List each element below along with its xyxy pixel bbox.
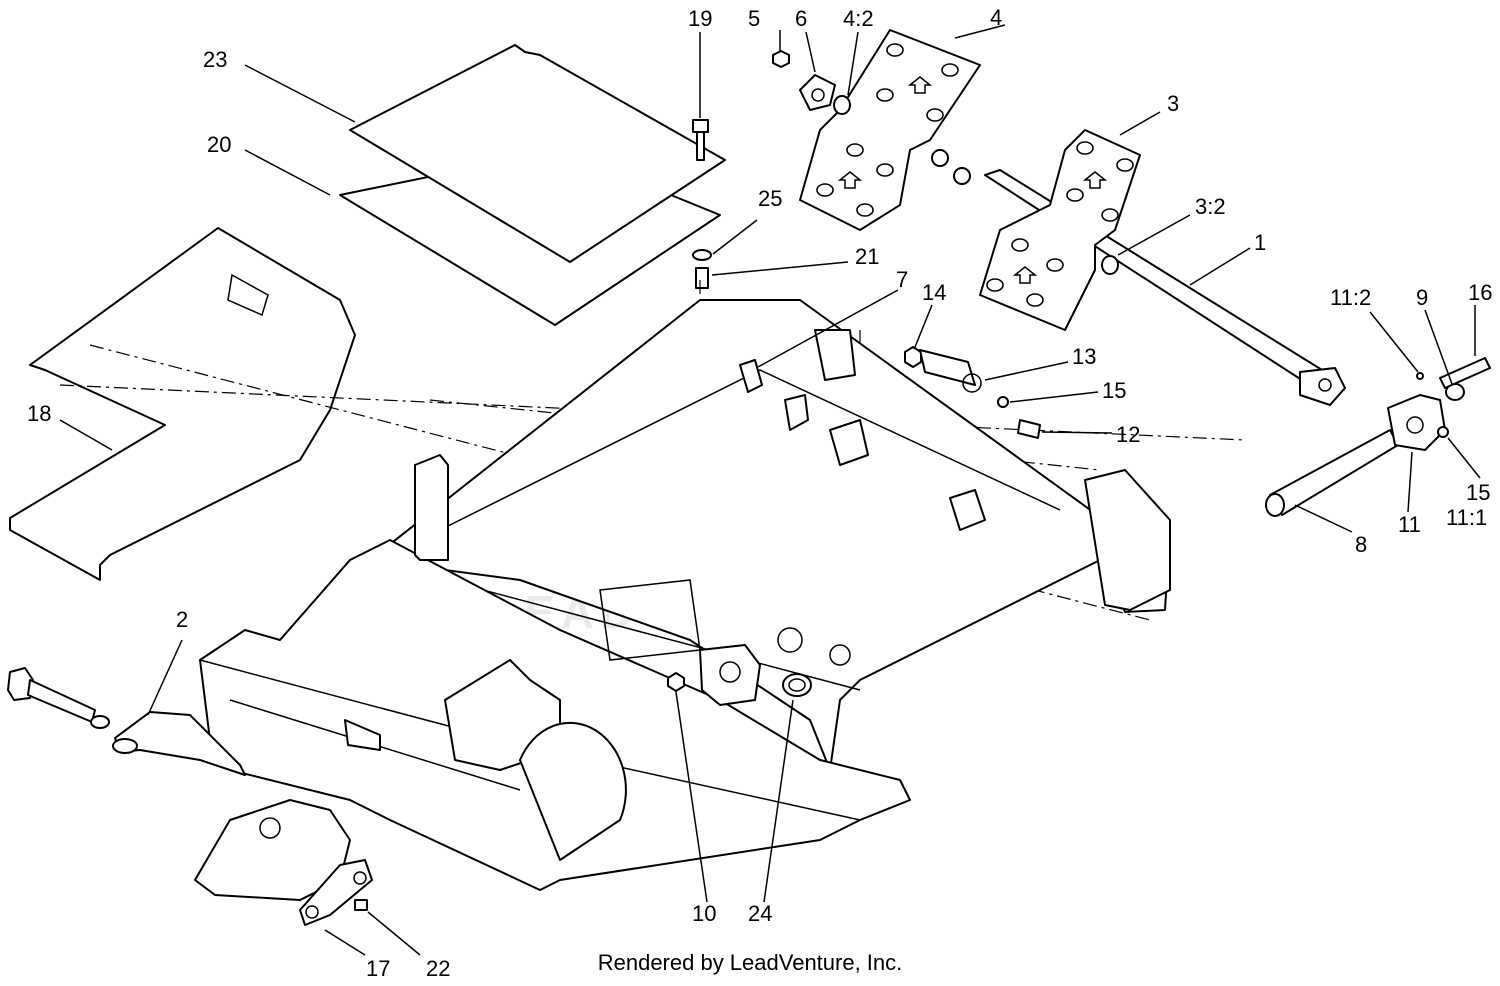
callout-11-1: 11:1 xyxy=(1446,505,1487,530)
callout-22: 22 xyxy=(426,956,450,981)
callout-3: 3 xyxy=(1167,91,1179,116)
clamp-7[interactable] xyxy=(739,359,763,393)
callout-13: 13 xyxy=(1072,344,1096,369)
lift-arm xyxy=(194,719,381,901)
foot-pedal-4[interactable] xyxy=(799,29,981,231)
callout-20: 20 xyxy=(207,132,231,157)
callout-9: 9 xyxy=(1416,285,1428,310)
callout-labels: 23 20 18 19 25 21 7 5 6 4:2 4 3 3:2 1 14… xyxy=(27,5,1492,981)
callout-19: 19 xyxy=(688,6,712,31)
plate-23[interactable] xyxy=(349,44,726,263)
callout-18: 18 xyxy=(27,401,51,426)
washer-25[interactable] xyxy=(692,249,712,261)
mount-11[interactable] xyxy=(1387,394,1446,451)
link-17[interactable] xyxy=(299,859,373,926)
chassis-frame xyxy=(59,280,1246,891)
callout-2: 2 xyxy=(176,607,188,632)
footer-credit: Rendered by LeadVenture, Inc. xyxy=(597,950,903,975)
callout-17: 17 xyxy=(366,956,390,981)
callout-24: 24 xyxy=(748,901,772,926)
callout-10: 10 xyxy=(692,901,716,926)
callout-7: 7 xyxy=(896,267,908,292)
bolt-12[interactable] xyxy=(1017,419,1041,439)
callout-14: 14 xyxy=(922,280,946,305)
callout-15-upper: 15 xyxy=(1102,378,1126,403)
callout-4: 4 xyxy=(990,5,1002,30)
pivot-pin-2[interactable] xyxy=(7,667,246,776)
fitting-11-2[interactable] xyxy=(1416,372,1424,380)
bolt-5[interactable] xyxy=(772,50,790,68)
callout-11-2: 11:2 xyxy=(1330,285,1371,310)
spacer-21[interactable] xyxy=(695,267,709,289)
bolt-22[interactable] xyxy=(354,899,368,911)
bushing-mid[interactable] xyxy=(931,149,971,185)
callout-23: 23 xyxy=(203,47,227,72)
callout-4-2: 4:2 xyxy=(843,6,874,31)
nut-10[interactable] xyxy=(667,672,685,692)
bushing-4-2[interactable] xyxy=(833,95,851,115)
callout-8: 8 xyxy=(1355,532,1367,557)
floor-plate-18[interactable] xyxy=(9,227,356,581)
callout-11: 11 xyxy=(1398,512,1421,537)
nut-15a[interactable] xyxy=(997,396,1009,408)
callout-5: 5 xyxy=(748,6,760,31)
bushing-3-2[interactable] xyxy=(1101,255,1119,275)
callout-25: 25 xyxy=(758,186,782,211)
bolt-19[interactable] xyxy=(692,119,709,161)
callout-21: 21 xyxy=(855,244,879,269)
bearing-plate xyxy=(699,644,761,706)
leader-lines xyxy=(59,24,1481,956)
rod-13[interactable] xyxy=(919,349,982,393)
callout-1: 1 xyxy=(1254,230,1266,255)
bolt-16[interactable] xyxy=(1439,357,1491,389)
callout-15-lower: 15 xyxy=(1466,480,1490,505)
callout-3-2: 3:2 xyxy=(1195,194,1226,219)
bushing-6[interactable] xyxy=(799,74,836,111)
foot-pedal-3[interactable] xyxy=(979,129,1141,331)
shaft-8[interactable] xyxy=(1265,429,1399,517)
bolt-14[interactable] xyxy=(904,346,922,368)
fitting-15b[interactable] xyxy=(1437,426,1449,438)
callout-16: 16 xyxy=(1468,280,1492,305)
callout-6: 6 xyxy=(795,6,807,31)
callout-12: 12 xyxy=(1116,422,1140,447)
seal-24[interactable] xyxy=(782,673,812,697)
